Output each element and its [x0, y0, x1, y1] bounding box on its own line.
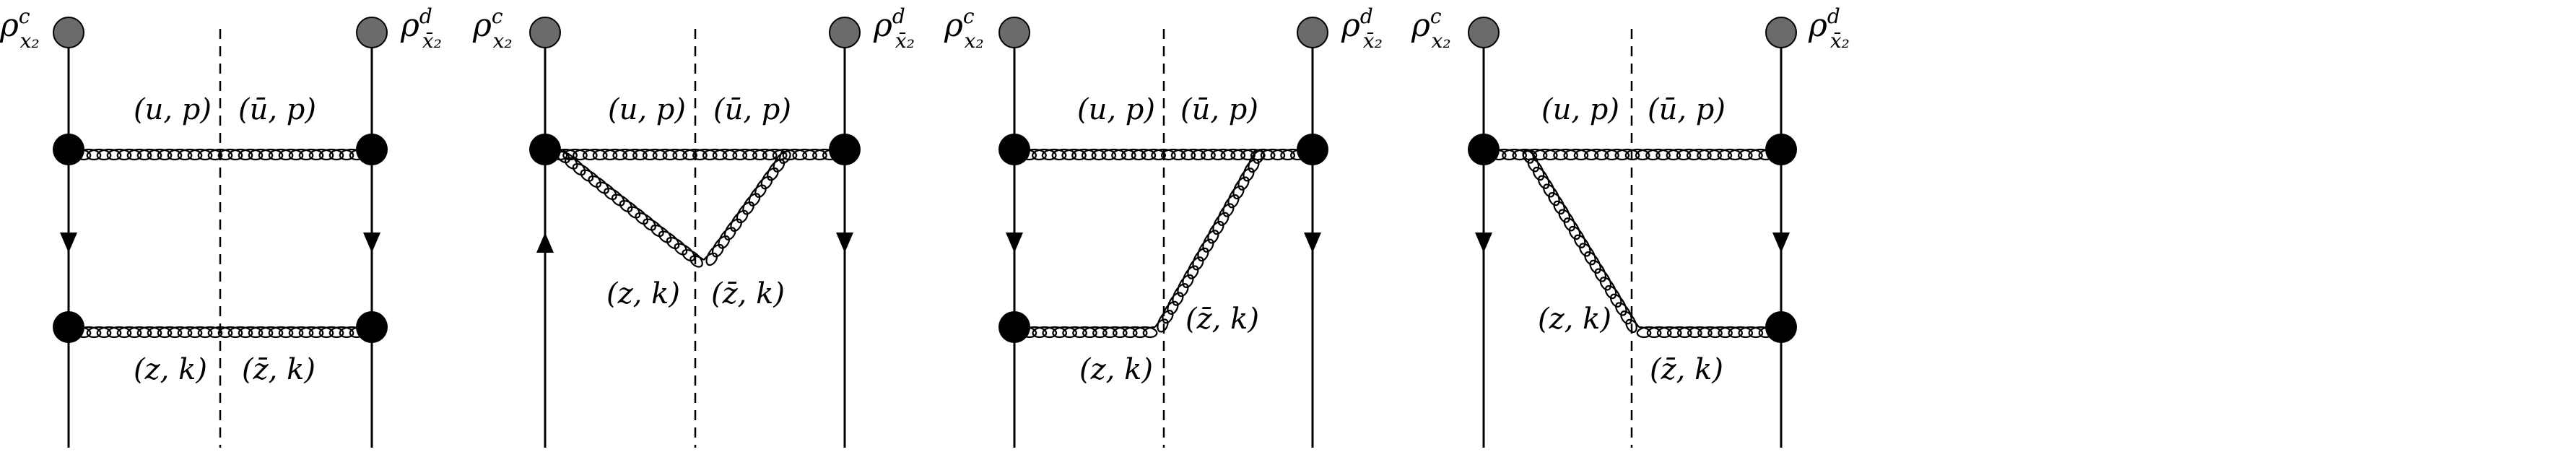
source-node-right: [1297, 17, 1328, 48]
source-node-left: [53, 17, 84, 48]
vertex: [998, 311, 1030, 343]
gluon-diag-right: [703, 149, 791, 266]
label-z-k: (z, k): [1079, 353, 1153, 386]
vertex: [1297, 134, 1328, 165]
arrow-right: [1304, 232, 1321, 253]
arrow-left: [1006, 232, 1023, 253]
arrow-right: [836, 232, 853, 253]
label-zbar-k: (z̄, k): [711, 277, 785, 310]
vertex: [829, 134, 861, 165]
gluon-coil: [66, 326, 375, 339]
vertex: [356, 311, 388, 343]
gluon-lower: [1636, 326, 1784, 339]
label-zbar-k: (z̄, k): [1185, 303, 1259, 336]
source-node-right: [356, 17, 388, 48]
vertex: [53, 311, 84, 343]
arrow-left: [1475, 232, 1492, 253]
label-ubar-p: (ū, p): [1648, 93, 1726, 126]
gluon-upper: [1011, 148, 1315, 161]
label-z-k: (z, k): [1538, 303, 1611, 336]
label-ubar-p: (ū, p): [238, 93, 316, 126]
vertex: [1765, 134, 1797, 165]
gluon-coil: [66, 148, 375, 161]
vertex: [53, 134, 84, 165]
gluon-coil: [703, 149, 791, 266]
label-u-p: (u, p): [134, 93, 212, 126]
vertex: [356, 134, 388, 165]
label-zbar-k: (z̄, k): [1650, 353, 1723, 386]
gluon-coil: [557, 149, 705, 268]
gluon-upper: [1481, 148, 1784, 161]
label-z-k: (z, k): [606, 277, 680, 310]
gluon-upper: [542, 148, 848, 161]
source-node-right: [1765, 17, 1797, 48]
gluon-lower: [1011, 326, 1158, 339]
label-u-p: (u, p): [1077, 93, 1155, 126]
vertex: [529, 134, 561, 165]
label-ubar-p: (ū, p): [713, 93, 791, 126]
source-node-right: [829, 17, 861, 48]
arrow-left: [536, 232, 554, 253]
arrow-right: [363, 232, 380, 253]
arrow-right: [1772, 232, 1790, 253]
vertex: [1765, 311, 1797, 343]
vertex: [998, 134, 1030, 165]
vertex: [1468, 134, 1500, 165]
arrow-left: [60, 232, 77, 253]
gluon-lower: [66, 326, 375, 339]
gluon-diagonal: [1154, 149, 1265, 333]
gluon-diagonal: [1522, 149, 1640, 334]
label-zbar-k: (z̄, k): [242, 353, 316, 386]
gluon-upper: [66, 148, 375, 161]
gluon-coil: [1011, 326, 1158, 339]
gluon-coil: [1481, 148, 1784, 161]
gluon-coil: [542, 148, 848, 161]
gluon-coil: [1154, 149, 1265, 333]
label-u-p: (u, p): [608, 93, 686, 126]
gluon-coil: [1636, 326, 1784, 339]
label-ubar-p: (ū, p): [1180, 93, 1258, 126]
label-z-k: (z, k): [134, 353, 207, 386]
source-node-left: [529, 17, 561, 48]
gluon-diag-left: [557, 149, 705, 268]
source-node-left: [998, 17, 1030, 48]
gluon-coil: [1522, 149, 1640, 334]
label-u-p: (u, p): [1541, 93, 1619, 126]
source-node-left: [1468, 17, 1500, 48]
gluon-coil: [1011, 148, 1315, 161]
